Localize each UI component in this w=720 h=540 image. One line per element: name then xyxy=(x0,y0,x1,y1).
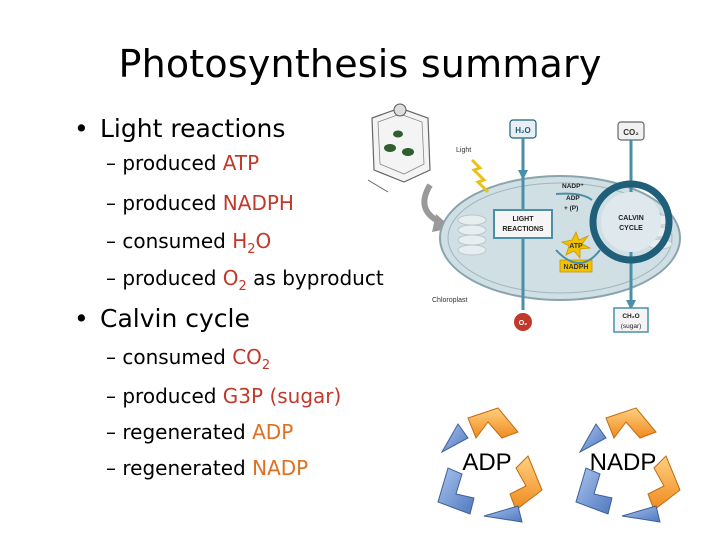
o2-bubble xyxy=(514,313,532,331)
light-item-nadph: – produced NADPH xyxy=(106,191,294,215)
adp-recycle-label: ADP xyxy=(462,449,511,476)
light-item-o2: – produced O2 as byproduct xyxy=(106,266,384,294)
svg-text:O₂: O₂ xyxy=(519,320,528,327)
svg-text:CALVIN: CALVIN xyxy=(618,215,644,222)
calvin-item-co2: – consumed CO2 xyxy=(106,345,271,373)
calvin-heading: Calvin cycle xyxy=(100,304,250,333)
svg-text:LIGHT: LIGHT xyxy=(513,216,535,223)
svg-text:REACTIONS: REACTIONS xyxy=(502,226,544,233)
calvin-item-adp: – regenerated ADP xyxy=(106,420,294,444)
h2o-label: H₂O xyxy=(515,126,531,135)
page-title: Photosynthesis summary xyxy=(118,42,602,86)
bullet-calvin-cycle: • Calvin cycle xyxy=(74,304,250,333)
light-item-atp: – produced ATP xyxy=(106,151,260,175)
pi-label: + (P) xyxy=(564,205,578,212)
adp-label: ADP xyxy=(566,195,580,202)
lightning-icon xyxy=(470,158,490,194)
svg-text:(sugar): (sugar) xyxy=(621,323,642,330)
nadp-plus-label: NADP⁺ xyxy=(562,183,584,190)
bullet-dot: • xyxy=(74,114,89,143)
calvin-cycle-ring xyxy=(589,180,673,264)
plant-cell-sketch xyxy=(367,103,431,193)
bullet-light-reactions: • Light reactions xyxy=(74,114,285,143)
atp-star-icon: ATP xyxy=(560,231,592,260)
svg-text:CH₂O: CH₂O xyxy=(622,313,639,320)
bullet-dot: • xyxy=(74,304,89,333)
light-item-h2o: – consumed H2O xyxy=(106,229,272,257)
light-label: Light xyxy=(456,147,471,154)
calvin-item-g3p: – produced G3P (sugar) xyxy=(106,384,342,408)
light-heading: Light reactions xyxy=(100,114,286,143)
adp-recycle-icon: ADP xyxy=(437,407,543,523)
svg-text:CYCLE: CYCLE xyxy=(619,225,643,232)
sugar-badge xyxy=(613,307,649,333)
chloroplast-diagram: H₂O CO₂ Light LIGHT REACTIONS CALVIN CYC… xyxy=(367,103,681,333)
nadp-recycle-label: NADP xyxy=(590,449,657,476)
svg-text:ATP: ATP xyxy=(569,243,583,250)
svg-text:NADPH: NADPH xyxy=(564,264,589,271)
nadp-recycle-icon: NADP xyxy=(575,407,681,523)
light-reactions-box xyxy=(493,209,553,239)
calvin-item-nadp: – regenerated NADP xyxy=(106,456,309,480)
co2-label: CO₂ xyxy=(623,128,639,137)
chloroplast-label: Chloroplast xyxy=(432,297,467,304)
